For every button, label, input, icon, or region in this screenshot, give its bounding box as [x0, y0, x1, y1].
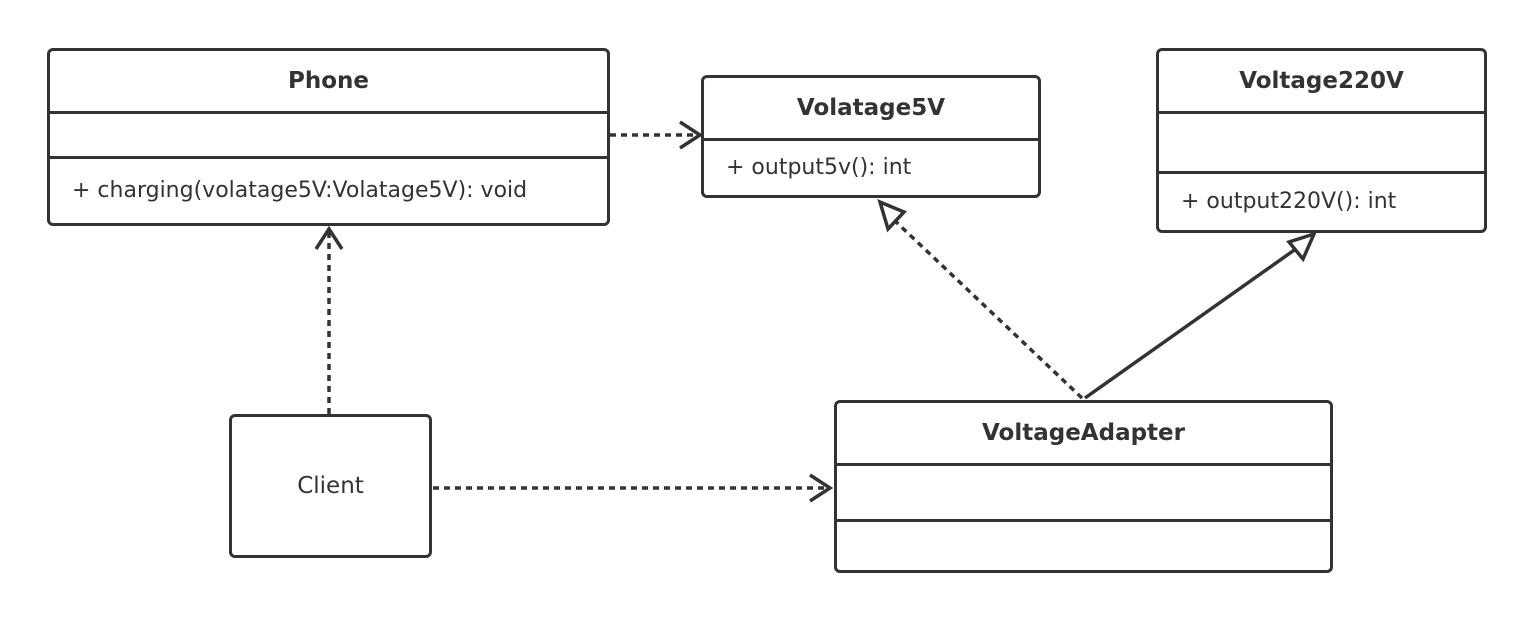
operations-compartment: [837, 519, 1330, 570]
class-phone[interactable]: Phone + charging(volatage5V:Volatage5V):…: [47, 48, 610, 226]
operation: + charging(volatage5V:Volatage5V): void: [72, 178, 528, 203]
realization-adapter-to-volatage5v: [877, 198, 1084, 400]
attributes-compartment: [1159, 111, 1484, 171]
dependency-client-to-voltage-adapter: [433, 473, 834, 503]
operation: + output220V(): int: [1181, 189, 1397, 214]
class-name: VoltageAdapter: [982, 420, 1185, 446]
class-client[interactable]: Client: [229, 414, 432, 558]
operation: + output5v(): int: [726, 155, 912, 180]
operations-compartment: + output5v(): int: [704, 138, 1038, 195]
class-name: Phone: [287, 68, 369, 94]
class-name: Voltage220V: [1239, 68, 1404, 94]
class-name: Volatage5V: [796, 95, 946, 121]
operations-compartment: + output220V(): int: [1159, 171, 1484, 230]
dependency-phone-to-volatage5v: [610, 120, 704, 150]
attributes-compartment: [837, 463, 1330, 519]
operations-compartment: + charging(volatage5V:Volatage5V): void: [50, 156, 607, 223]
class-volatage5v[interactable]: Volatage5V + output5v(): int: [701, 75, 1041, 198]
class-voltage220v[interactable]: Voltage220V + output220V(): int: [1156, 48, 1487, 233]
class-voltage-adapter[interactable]: VoltageAdapter: [834, 400, 1333, 573]
class-name: Client: [297, 473, 364, 499]
inheritance-adapter-to-voltage220v: [1083, 231, 1318, 400]
attributes-compartment: [50, 111, 607, 156]
dependency-client-to-phone: [314, 225, 344, 414]
